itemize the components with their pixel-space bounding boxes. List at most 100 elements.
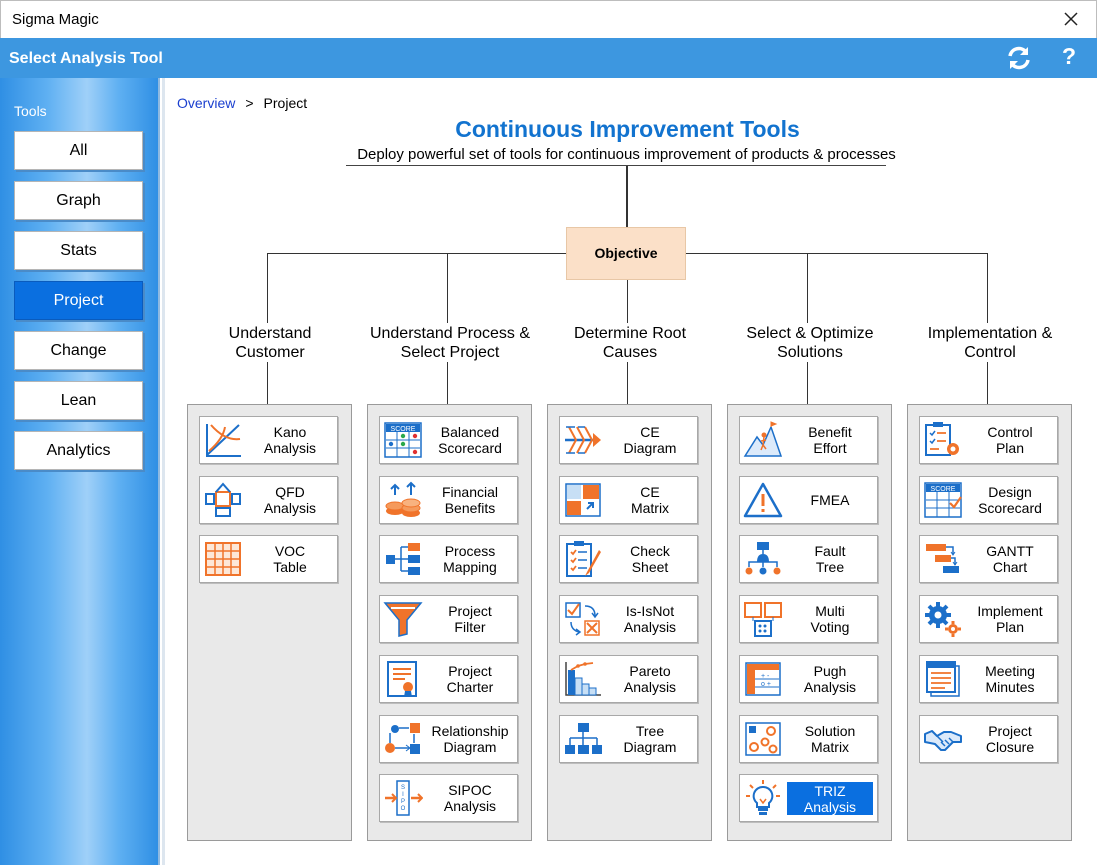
- design-scorecard-icon: SCORE: [923, 481, 963, 519]
- refresh-button[interactable]: [1005, 44, 1033, 72]
- tool-voc-table-button[interactable]: VOC Table: [199, 535, 338, 583]
- tool-label: Pugh Analysis: [803, 663, 857, 695]
- tool-ce-matrix-button[interactable]: CE Matrix: [559, 476, 698, 524]
- process-map-icon: [383, 540, 423, 578]
- nav-all-button[interactable]: All: [14, 131, 143, 170]
- breadcrumb-separator: >: [245, 95, 254, 111]
- tool-qfd-analysis-button[interactable]: QFD Analysis: [199, 476, 338, 524]
- handshake-icon: [923, 720, 963, 758]
- tool-pugh-analysis-button[interactable]: + -o + Pugh Analysis: [739, 655, 878, 703]
- tool-tree-diagram-button[interactable]: Tree Diagram: [559, 715, 698, 763]
- tool-process-mapping-button[interactable]: Process Mapping: [379, 535, 518, 583]
- tool-label: Pareto Analysis: [623, 663, 677, 695]
- tool-label: VOC Table: [273, 543, 307, 575]
- tool-label: Solution Matrix: [804, 723, 856, 755]
- close-button[interactable]: [1058, 6, 1084, 32]
- tool-solution-matrix-button[interactable]: Solution Matrix: [739, 715, 878, 763]
- connector-line: [987, 362, 988, 404]
- column-heading: Understand Process & Select Project: [369, 325, 531, 361]
- connector-line: [626, 166, 628, 227]
- connector-line: [807, 362, 808, 404]
- nav-project-button[interactable]: Project: [14, 281, 143, 320]
- subtitle-underline: [346, 165, 886, 166]
- tool-label: Control Plan: [987, 424, 1033, 456]
- pugh-icon: + -o +: [743, 660, 783, 698]
- tool-ce-diagram-button[interactable]: CE Diagram: [559, 416, 698, 464]
- ce-matrix-icon: [563, 481, 603, 519]
- fault-tree-icon: [743, 540, 783, 578]
- tool-label: Multi Voting: [810, 603, 850, 635]
- tool-project-closure-button[interactable]: Project Closure: [919, 715, 1058, 763]
- connector-line: [987, 253, 988, 323]
- tool-label: Project Filter: [448, 603, 492, 635]
- solution-matrix-icon: [743, 720, 783, 758]
- column-heading: Determine Root Causes: [573, 325, 687, 361]
- tool-project-charter-button[interactable]: Project Charter: [379, 655, 518, 703]
- refresh-icon: [1008, 46, 1030, 70]
- minutes-icon: [923, 660, 963, 698]
- breadcrumb-overview-link[interactable]: Overview: [177, 95, 236, 111]
- tool-gantt-chart-button[interactable]: GANTT Chart: [919, 535, 1058, 583]
- tool-relationship-diagram-button[interactable]: Relationship Diagram: [379, 715, 518, 763]
- tool-meeting-minutes-button[interactable]: Meeting Minutes: [919, 655, 1058, 703]
- tool-label: Financial Benefits: [441, 484, 499, 516]
- connector-line: [686, 253, 988, 254]
- help-button[interactable]: ?: [1061, 43, 1077, 69]
- tool-check-sheet-button[interactable]: Check Sheet: [559, 535, 698, 583]
- tool-label: Benefit Effort: [808, 424, 852, 456]
- tool-label: Project Charter: [446, 663, 494, 695]
- tool-group-panel: [187, 404, 352, 841]
- tool-label: Process Mapping: [443, 543, 497, 575]
- svg-text:I: I: [402, 792, 404, 798]
- tool-label: TRIZ Analysis: [787, 782, 873, 815]
- kano-icon: [203, 421, 243, 459]
- tool-label: FMEA: [810, 492, 850, 508]
- fishbone-icon: [563, 421, 603, 459]
- dialog-header: Select Analysis Tool ?: [0, 38, 1097, 78]
- tools-label: Tools: [14, 103, 47, 119]
- tool-benefit-effort-button[interactable]: Benefit Effort: [739, 416, 878, 464]
- tool-financial-benefits-button[interactable]: Financial Benefits: [379, 476, 518, 524]
- tool-kano-analysis-button[interactable]: Kano Analysis: [199, 416, 338, 464]
- tool-is-isnot-analysis-button[interactable]: Is-IsNot Analysis: [559, 595, 698, 643]
- connector-line: [627, 362, 628, 404]
- tool-label: QFD Analysis: [263, 484, 317, 516]
- tool-project-filter-button[interactable]: Project Filter: [379, 595, 518, 643]
- gears-icon: [923, 600, 963, 638]
- tool-control-plan-button[interactable]: Control Plan: [919, 416, 1058, 464]
- column-heading: Implementation & Control: [927, 325, 1053, 361]
- pareto-icon: [563, 660, 603, 698]
- svg-text:SCORE: SCORE: [391, 426, 416, 433]
- multi-voting-icon: [743, 600, 783, 638]
- page-title: Continuous Improvement Tools: [455, 116, 800, 142]
- tool-balanced-scorecard-button[interactable]: SCORE Balanced Scorecard: [379, 416, 518, 464]
- nav-lean-button[interactable]: Lean: [14, 381, 143, 420]
- tool-pareto-analysis-button[interactable]: Pareto Analysis: [559, 655, 698, 703]
- svg-text:SCORE: SCORE: [931, 486, 956, 493]
- tool-multi-voting-button[interactable]: Multi Voting: [739, 595, 878, 643]
- tool-triz-analysis-button[interactable]: TRIZ Analysis: [739, 774, 878, 822]
- funnel-icon: [383, 600, 423, 638]
- nav-stats-button[interactable]: Stats: [14, 231, 143, 270]
- benefit-effort-icon: [743, 421, 783, 459]
- tool-fault-tree-button[interactable]: Fault Tree: [739, 535, 878, 583]
- tool-implement-plan-button[interactable]: Implement Plan: [919, 595, 1058, 643]
- tool-label: CE Diagram: [623, 424, 677, 456]
- tool-label: Check Sheet: [630, 543, 670, 575]
- nav-change-button[interactable]: Change: [14, 331, 143, 370]
- tool-label: Project Closure: [985, 723, 1035, 755]
- breadcrumb-current: Project: [263, 95, 308, 111]
- dialog-title: Select Analysis Tool: [9, 50, 163, 67]
- connector-line: [627, 280, 628, 323]
- tool-fmea-button[interactable]: FMEA: [739, 476, 878, 524]
- connector-line: [267, 253, 268, 323]
- nav-graph-button[interactable]: Graph: [14, 181, 143, 220]
- window-title: Sigma Magic: [12, 11, 99, 28]
- tool-label: Balanced Scorecard: [438, 424, 502, 456]
- nav-analytics-button[interactable]: Analytics: [14, 431, 143, 470]
- scorecard-icon: SCORE: [383, 421, 423, 459]
- connector-line: [807, 253, 808, 323]
